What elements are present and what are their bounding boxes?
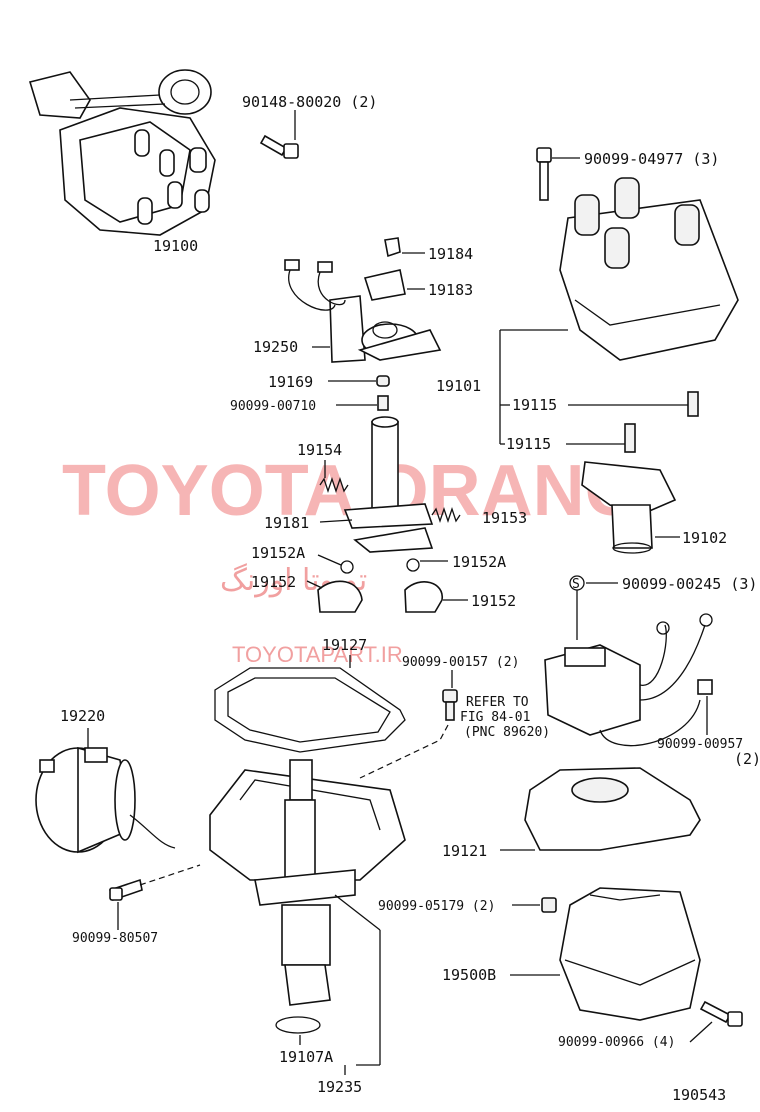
s-mark: S	[572, 577, 580, 592]
screw-90099-04977-drawing: 90099-04977 (3)	[536, 147, 719, 201]
label-90099-00710: 90099-00710	[230, 399, 316, 414]
distributor-cap-drawing: 19101	[436, 177, 739, 444]
label-19154: 19154	[297, 441, 342, 459]
screw-90099-00157-drawing: 90099-00157 (2)	[359, 655, 519, 779]
label-19235: 19235	[317, 1078, 362, 1096]
label-90099-00966: 90099-00966 (4)	[558, 1035, 675, 1050]
gasket-19127-drawing: 19127	[214, 636, 406, 753]
label-19500B: 19500B	[442, 966, 496, 984]
label-90099-00157: 90099-00157 (2)	[402, 655, 519, 670]
label-90099-00957: 90099-00957	[657, 737, 743, 752]
label-19152-right: 19152	[471, 592, 516, 610]
distributor-assembly-drawing: 19100	[28, 69, 216, 255]
label-90099-00245: 90099-00245 (3)	[622, 575, 757, 593]
label-19100: 19100	[153, 237, 198, 255]
screw-90099-80507-drawing: 90099-80507	[72, 864, 201, 946]
housing-19235-drawing: 19107A 19235	[209, 759, 406, 1096]
label-19127: 19127	[322, 636, 367, 654]
label-19115-a: 19115	[512, 396, 557, 414]
carbon-center-19115-drawing: 19115 19115	[500, 391, 699, 453]
clip-19184-drawing: 19184	[384, 237, 473, 263]
label-19102: 19102	[682, 529, 727, 547]
label-19121: 19121	[442, 842, 487, 860]
label-19152A-left: 19152A	[251, 544, 305, 562]
refer-line-1: REFER TO	[466, 695, 529, 710]
label-19152A-right: 19152A	[452, 553, 506, 571]
igniter-19500B-drawing: 19500B	[442, 887, 701, 1021]
label-19250: 19250	[253, 338, 298, 356]
label-19181: 19181	[264, 514, 309, 532]
screw-90099-00966-drawing: 90099-00966 (4)	[558, 1000, 743, 1050]
governor-shaft-19181-drawing: 19181	[264, 416, 434, 553]
label-19184: 19184	[428, 245, 473, 263]
igniter-subassembly-drawing: S 90099-00245 (3) 90099-00957 (2)	[544, 575, 760, 768]
refer-line-3: (PNC 89620)	[464, 725, 550, 740]
watermark-site: TOYOTAPART.IR	[232, 642, 403, 667]
label-19169: 19169	[268, 373, 313, 391]
label-19220: 19220	[60, 707, 105, 725]
label-90099-04977: 90099-04977 (3)	[584, 150, 719, 168]
spring-19153-drawing: 19153	[431, 506, 527, 527]
watermark: TOYOTA ORANG TOYOTAPART.IR تویوتا اورنگ	[62, 451, 641, 667]
bolt-90148-drawing: 90148-80020 (2)	[242, 93, 377, 159]
refer-note: REFER TO FIG 84-01 (PNC 89620)	[460, 695, 550, 740]
label-90148-80020: 90148-80020 (2)	[242, 93, 377, 111]
label-19101: 19101	[436, 377, 481, 395]
spring-19154-drawing: 19154	[297, 441, 349, 494]
label-19115-b: 19115	[506, 435, 551, 453]
vacuum-advancer-19220-drawing: 19220	[35, 707, 176, 854]
label-90099-05179: 90099-05179 (2)	[378, 899, 495, 914]
cover-19121-drawing: 19121	[442, 767, 701, 860]
label-19183: 19183	[428, 281, 473, 299]
screw-90099-05179-drawing: 90099-05179 (2)	[378, 897, 557, 914]
pickup-coil-19250-drawing: 19250	[253, 259, 442, 363]
label-19153: 19153	[482, 509, 527, 527]
rotor-19102-drawing: 19102	[581, 461, 727, 554]
cover-19183-drawing: 19183	[363, 269, 473, 301]
clip-19152A-left-drawing: 19152A	[251, 544, 354, 574]
clip-19152A-right-drawing: 19152A	[406, 553, 506, 572]
weight-19152-left-drawing: 19152	[251, 573, 363, 613]
screw-90099-00710-drawing: 90099-00710	[230, 395, 389, 414]
label-19107A: 19107A	[279, 1048, 333, 1066]
figure-number: 190543	[672, 1086, 726, 1104]
washer-19169-drawing: 19169	[268, 373, 390, 391]
refer-line-2: FIG 84-01	[460, 710, 530, 725]
weight-19152-right-drawing: 19152	[404, 581, 516, 613]
label-90099-00957-qty: (2)	[734, 750, 760, 768]
label-19152-left: 19152	[251, 573, 296, 591]
label-90099-80507: 90099-80507	[72, 931, 158, 946]
